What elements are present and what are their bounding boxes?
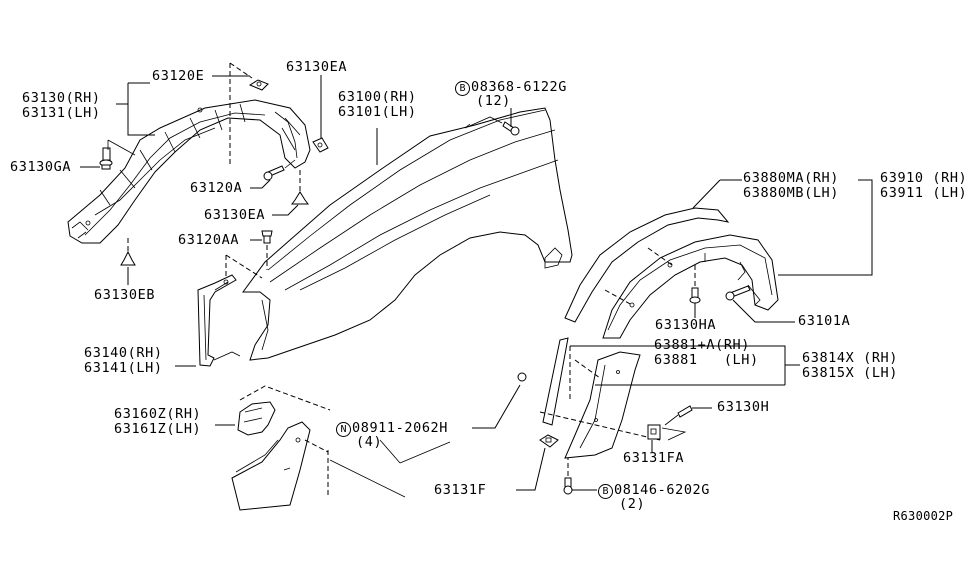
label-63131F: 63131F xyxy=(434,482,487,498)
label-63101A: 63101A xyxy=(798,313,851,329)
label-63910-rh: 63910 (RH) xyxy=(880,170,968,186)
part-code: 08911-2062H xyxy=(352,420,449,436)
part-code: 08368-6122G xyxy=(471,79,568,95)
label-08146-qty: (2) xyxy=(619,496,646,512)
label-08911-qty: (4) xyxy=(356,434,383,450)
label-63140-rh: 63140(RH) xyxy=(84,345,163,361)
label-63130-rh: 63130(RH) xyxy=(22,90,101,106)
clip-63130EA-bottom[interactable] xyxy=(291,191,309,205)
nut-symbol-n: N xyxy=(336,422,351,437)
bolt-08146-6202G[interactable] xyxy=(563,477,573,495)
label-63120A: 63120A xyxy=(190,180,243,196)
label-63100-rh: 63100(RH) xyxy=(338,89,417,105)
label-63131-lh: 63131(LH) xyxy=(22,105,101,121)
nut-08911-2062H[interactable] xyxy=(517,372,527,382)
bolt-63120A[interactable] xyxy=(263,165,285,181)
front-fender-part[interactable] xyxy=(242,107,573,361)
label-63161Z-lh: 63161Z(LH) xyxy=(114,421,202,437)
label-63880MB-lh: 63880MB(LH) xyxy=(743,185,840,201)
label-63130EB: 63130EB xyxy=(94,287,156,303)
mud-guard-part[interactable] xyxy=(231,421,311,511)
part-code: 08146-6202G xyxy=(614,482,711,498)
screw-63130HA[interactable] xyxy=(689,287,701,304)
bracket-63160Z[interactable] xyxy=(237,401,276,436)
label-63101-lh: 63101(LH) xyxy=(338,104,417,120)
label-63130EA-top: 63130EA xyxy=(286,59,348,75)
label-63911-lh: 63911 (LH) xyxy=(880,185,968,201)
fender-protector-part[interactable] xyxy=(67,99,311,244)
label-63881-lh: 63881 (LH) xyxy=(654,352,759,368)
bolt-63120AA[interactable] xyxy=(261,230,273,244)
clip-63130EB[interactable] xyxy=(120,250,136,266)
clip-63130EA-top[interactable] xyxy=(312,137,329,153)
label-63814X-rh: 63814X (RH) xyxy=(802,350,899,366)
clip-63120E[interactable] xyxy=(248,79,269,91)
screw-63101A[interactable] xyxy=(725,285,751,301)
label-63130H: 63130H xyxy=(717,399,770,415)
clip-63131F[interactable] xyxy=(539,434,559,448)
rear-wheel-arch-molding[interactable] xyxy=(564,207,779,339)
rear-splash-guard[interactable] xyxy=(542,337,641,459)
bracket-63140[interactable] xyxy=(197,274,237,367)
label-63160Z-rh: 63160Z(RH) xyxy=(114,406,202,422)
label-63141-lh: 63141(LH) xyxy=(84,360,163,376)
label-63880MA-rh: 63880MA(RH) xyxy=(743,170,840,186)
label-63881A-rh: 63881+A(RH) xyxy=(654,337,751,353)
diagram-reference-code: R630002P xyxy=(893,509,954,523)
clip-63131FA[interactable] xyxy=(647,424,661,440)
bolt-63130GA[interactable] xyxy=(99,147,113,170)
bolt-08368-6122G[interactable] xyxy=(502,121,520,136)
label-63130HA: 63130HA xyxy=(655,317,717,333)
bolt-symbol-b: B xyxy=(598,484,613,499)
label-63120E: 63120E xyxy=(152,68,205,84)
screw-63130H[interactable] xyxy=(677,405,693,418)
bolt-symbol-b: B xyxy=(455,81,470,96)
label-63815X-lh: 63815X (LH) xyxy=(802,365,899,381)
label-63120AA: 63120AA xyxy=(178,232,240,248)
label-63131FA: 63131FA xyxy=(623,450,685,466)
label-63130GA: 63130GA xyxy=(10,159,72,175)
label-08368-qty: (12) xyxy=(476,93,511,109)
label-63130EA-bottom: 63130EA xyxy=(204,207,266,223)
